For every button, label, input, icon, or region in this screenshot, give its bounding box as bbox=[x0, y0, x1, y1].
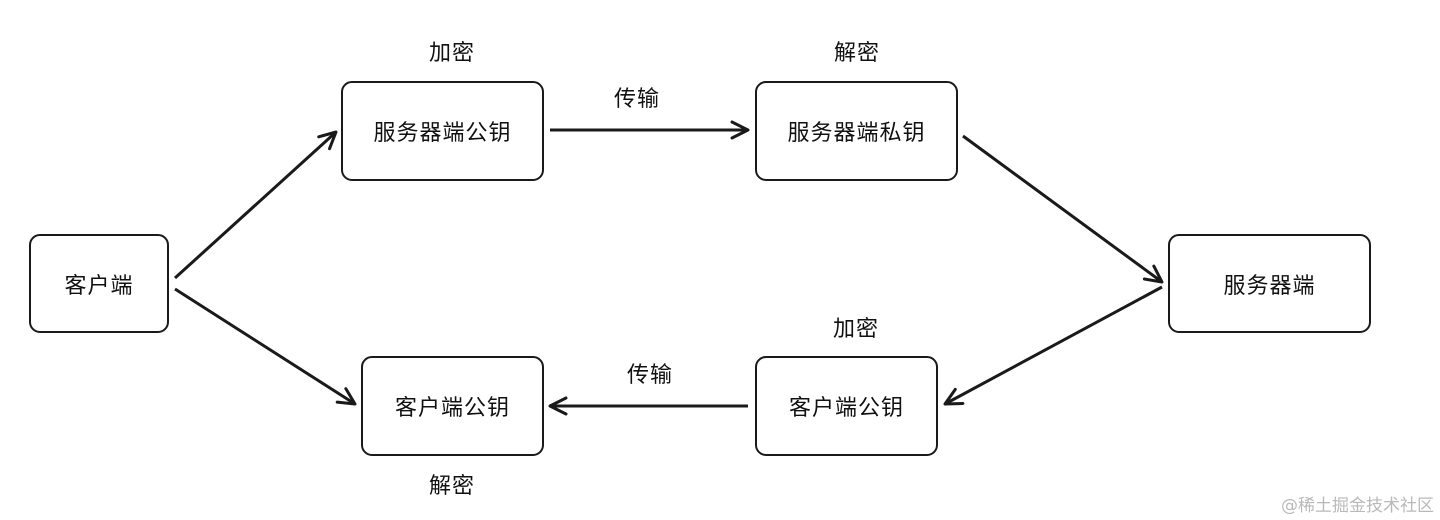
node-client-public-key-left: 客户端公钥 bbox=[361, 356, 544, 456]
watermark: @稀土掘金技术社区 bbox=[1281, 496, 1434, 516]
label-encrypt-bottom: 加密 bbox=[832, 317, 880, 342]
node-server-public-key: 服务器端公钥 bbox=[341, 81, 544, 181]
label-decrypt-bottom: 解密 bbox=[428, 474, 476, 499]
node-client-public-key-right: 客户端公钥 bbox=[755, 356, 938, 456]
label-transmit-top: 传输 bbox=[613, 87, 661, 112]
label-encrypt-top: 加密 bbox=[428, 41, 476, 66]
arrow-private-key-to-server bbox=[962, 134, 1164, 284]
node-server: 服务器端 bbox=[1168, 234, 1371, 333]
arrow-client-to-client-public-key bbox=[174, 287, 357, 406]
arrow-server-to-client-public-key bbox=[943, 285, 1163, 406]
label-decrypt-top: 解密 bbox=[833, 41, 881, 66]
node-server-private-key: 服务器端私钥 bbox=[755, 81, 958, 181]
label-transmit-bottom: 传输 bbox=[626, 363, 674, 388]
node-client: 客户端 bbox=[29, 234, 169, 333]
arrow-client-to-server-public-key bbox=[173, 130, 338, 280]
